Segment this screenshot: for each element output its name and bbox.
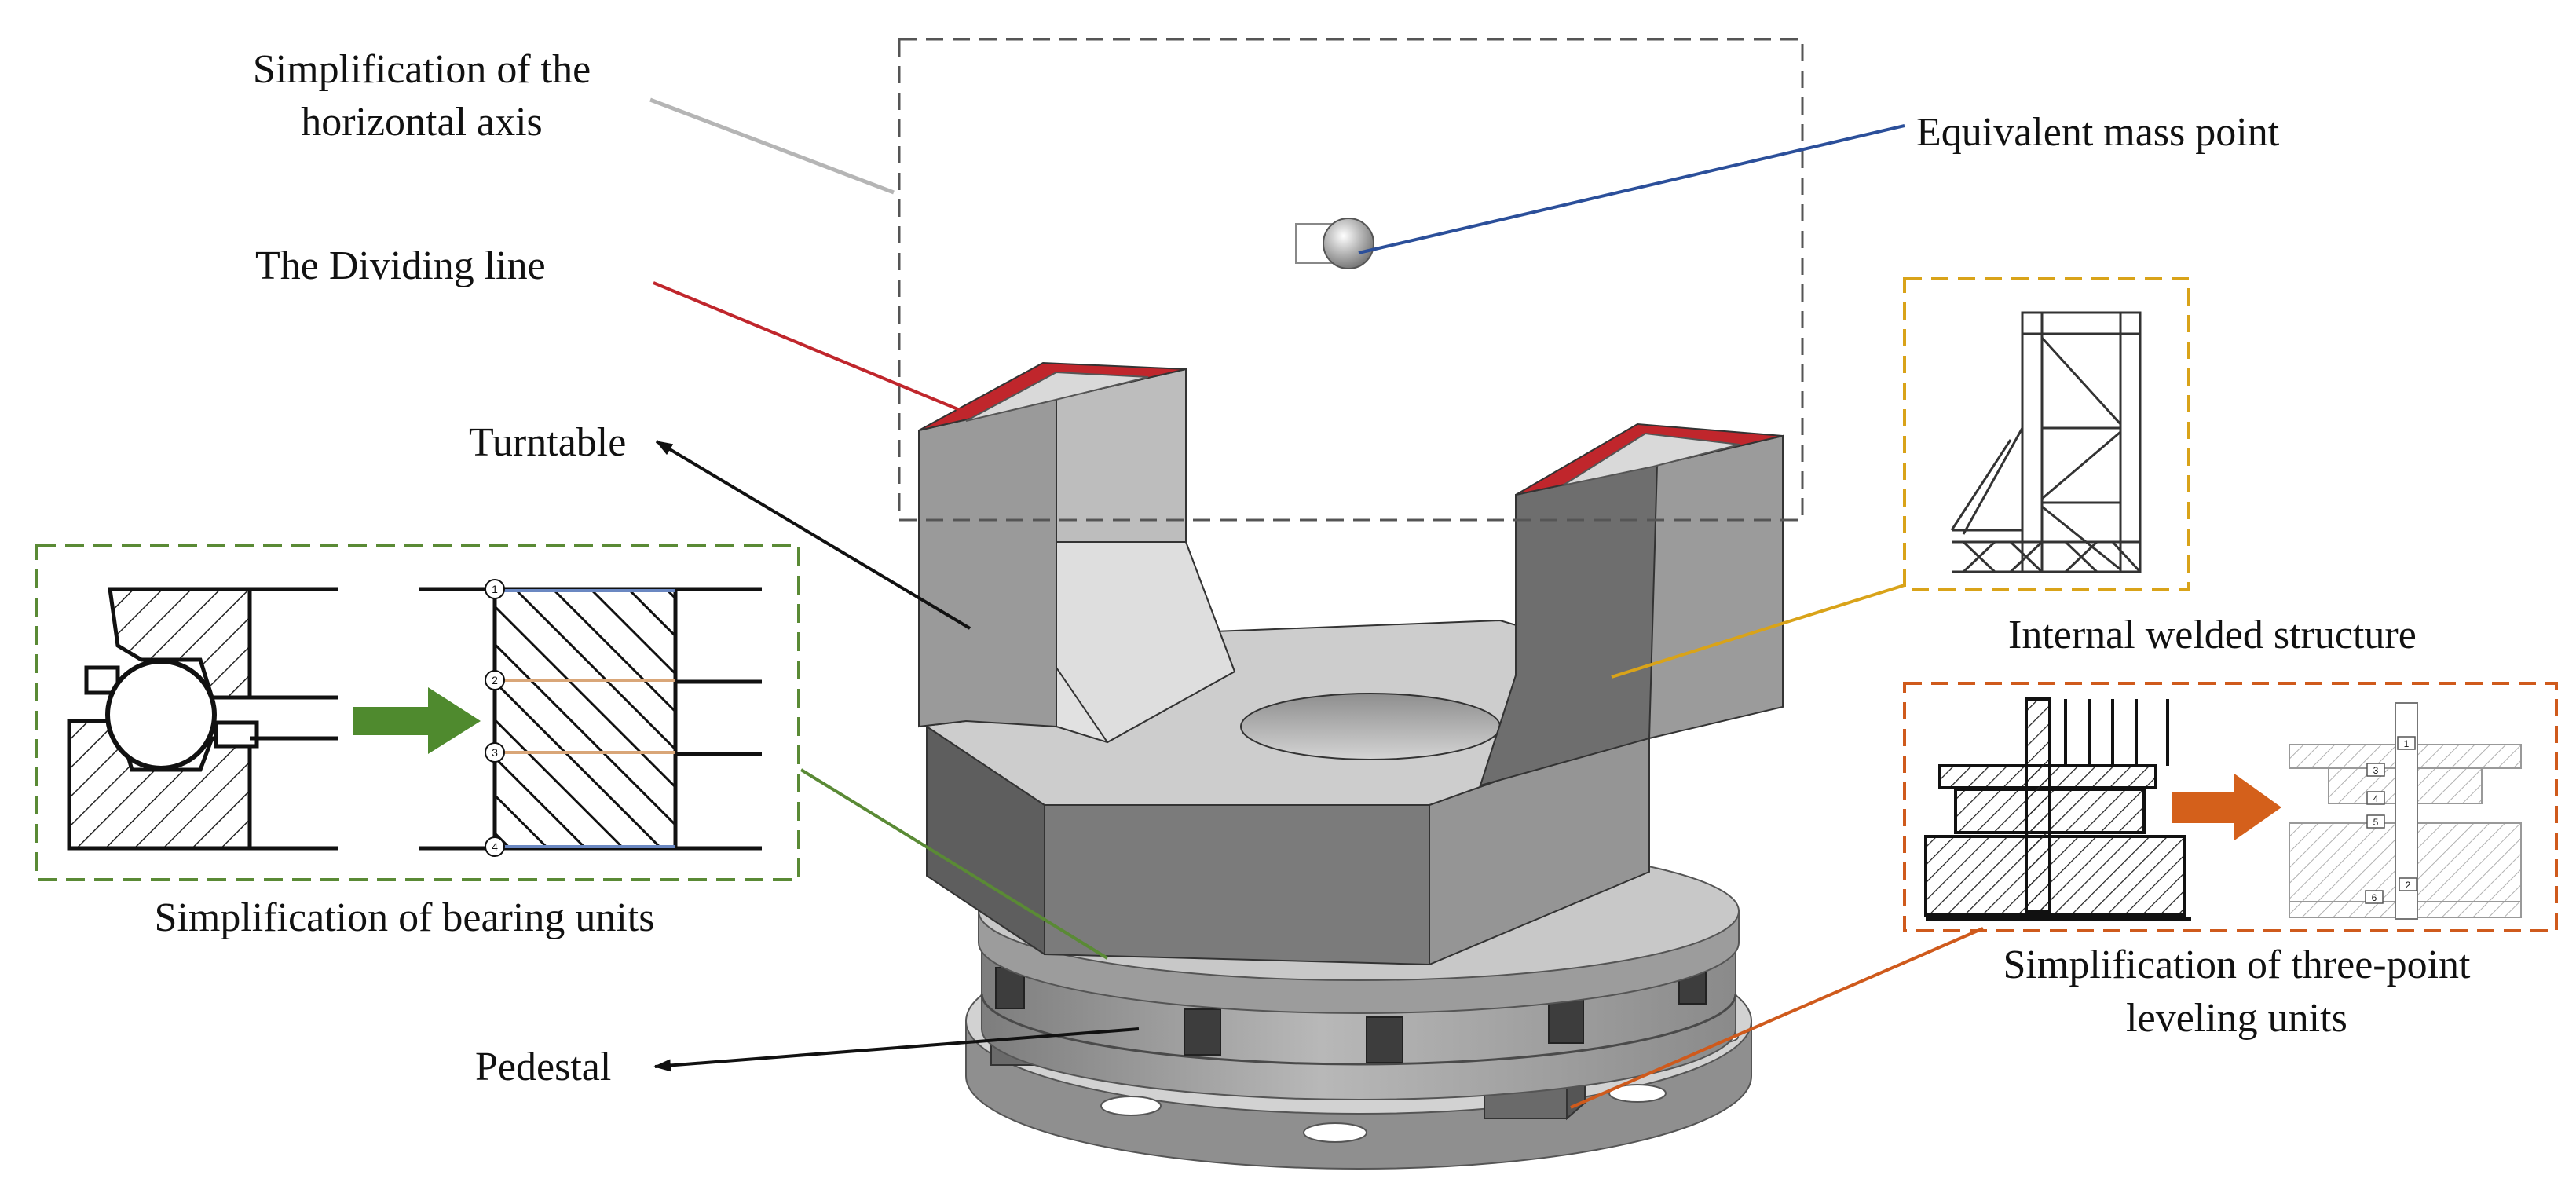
right-post bbox=[1479, 423, 1784, 787]
leveling-spring-marker: 3 bbox=[2366, 763, 2385, 777]
svg-text:2: 2 bbox=[2406, 880, 2411, 891]
dividing-line-leader bbox=[653, 281, 961, 412]
model-3d bbox=[918, 361, 1784, 1170]
welded-structure-panel bbox=[1903, 277, 2190, 591]
horizontal-axis-label-line1: Simplification of the bbox=[253, 47, 591, 92]
equivalent-mass-point-ball bbox=[1323, 218, 1374, 269]
leveling-units-panel: 1 3 4 5 2 6 bbox=[1903, 682, 2558, 932]
leveling-units-label-line1: Simplification of three-point bbox=[2003, 943, 2472, 987]
bearing-leader bbox=[800, 768, 1109, 960]
welded-structure-drawing bbox=[1950, 311, 2142, 573]
horizontal-axis-dashed-box bbox=[898, 38, 1804, 522]
bearing-spring-marker: 1 bbox=[485, 579, 505, 599]
welded-structure-leader bbox=[1611, 584, 1905, 679]
pedestal-leader bbox=[653, 1027, 1140, 1072]
bearing-units-panel: 1 2 3 4 bbox=[35, 544, 800, 881]
bearing-spring-marker: 4 bbox=[485, 836, 505, 857]
svg-text:3: 3 bbox=[2373, 765, 2379, 776]
svg-text:5: 5 bbox=[2373, 817, 2379, 828]
left-post bbox=[918, 361, 1236, 744]
svg-text:1: 1 bbox=[492, 583, 498, 595]
svg-text:3: 3 bbox=[492, 746, 498, 759]
leveling-spring-marker: 2 bbox=[2399, 877, 2417, 891]
pedestal-label: Pedestal bbox=[475, 1045, 611, 1089]
turntable-leader bbox=[655, 440, 971, 630]
bearing-original-section bbox=[67, 587, 338, 851]
equivalent-mass-point-label: Equivalent mass point bbox=[1916, 110, 2280, 155]
leveling-spring-marker: 4 bbox=[2366, 791, 2385, 805]
bearing-units-label: Simplification of bearing units bbox=[155, 895, 655, 940]
bearing-simplify-arrow bbox=[353, 687, 481, 754]
leveling-spring-marker: 5 bbox=[2366, 814, 2385, 829]
mass-point-leader bbox=[1358, 124, 1905, 254]
leveling-leader bbox=[1570, 927, 1984, 1109]
svg-text:4: 4 bbox=[2373, 793, 2379, 804]
leveling-simplified-section: 1 3 4 5 2 6 bbox=[2289, 702, 2522, 920]
bearing-spring-marker: 2 bbox=[485, 670, 505, 690]
leveling-units-dashed-box bbox=[1903, 682, 2558, 932]
bearing-units-dashed-box bbox=[35, 544, 800, 881]
leveling-units-label-line2: leveling units bbox=[2126, 996, 2347, 1041]
svg-text:1: 1 bbox=[2404, 738, 2410, 749]
welded-structure-dashed-box bbox=[1903, 277, 2190, 591]
leveling-original-section bbox=[1924, 697, 2191, 921]
svg-text:2: 2 bbox=[492, 674, 498, 686]
leveling-spring-marker: 1 bbox=[2397, 736, 2416, 750]
bearing-simplified-section: 1 2 3 4 bbox=[419, 579, 762, 857]
internal-welded-structure-label: Internal welded structure bbox=[2008, 613, 2417, 657]
dividing-line-label: The Dividing line bbox=[255, 243, 546, 288]
bearing-spring-marker: 3 bbox=[485, 742, 505, 763]
svg-text:6: 6 bbox=[2372, 892, 2377, 903]
horizontal-axis-label-line2: horizontal axis bbox=[301, 100, 543, 145]
horizontal-axis-leader bbox=[649, 97, 895, 195]
svg-text:4: 4 bbox=[492, 840, 498, 853]
leveling-spring-marker: 6 bbox=[2365, 890, 2384, 904]
leveling-simplify-arrow bbox=[2172, 774, 2281, 840]
turntable-label: Turntable bbox=[469, 420, 626, 465]
